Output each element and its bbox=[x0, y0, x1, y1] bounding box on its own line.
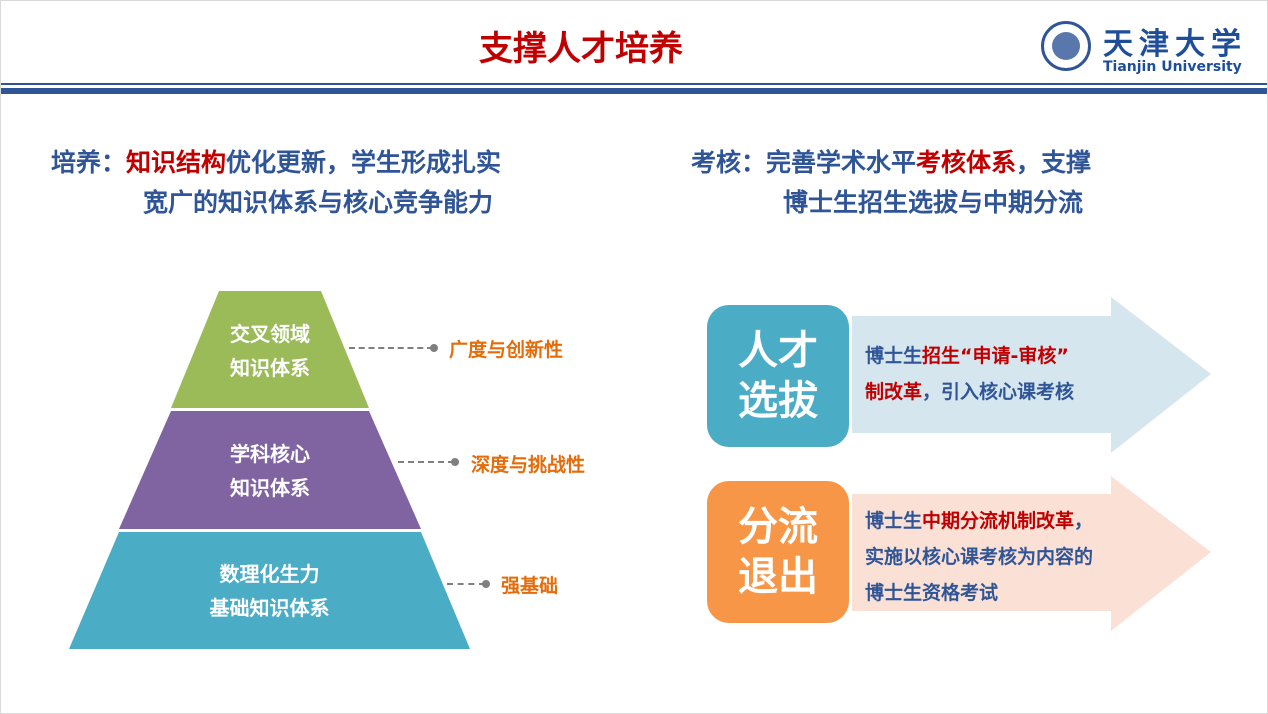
right-heading-highlight: 考核体系 bbox=[916, 148, 1017, 177]
pyramid-label-top: 交叉领域知识体系 bbox=[230, 322, 310, 380]
connector-dot bbox=[482, 580, 490, 588]
pyramid-tag-top: 广度与创新性 bbox=[449, 339, 564, 361]
university-seal-icon bbox=[1041, 21, 1091, 71]
connector-dot bbox=[451, 458, 459, 466]
diversion-description: 博士生中期分流机制改革， 实施以核心课考核为内容的 博士生资格考试 bbox=[865, 510, 1094, 604]
diversion-exit-box: 分流退出 bbox=[707, 481, 849, 623]
connector-line bbox=[447, 583, 485, 585]
left-heading-line2: 宽广的知识体系与核心竞争能力 bbox=[143, 188, 494, 217]
pyramid-label-bottom: 数理化生力基础知识体系 bbox=[209, 562, 330, 620]
connector-line bbox=[398, 461, 454, 463]
left-heading-prefix: 培养： bbox=[51, 148, 127, 177]
pyramid-tag-bottom: 强基础 bbox=[501, 575, 559, 597]
slide-title: 支撑人才培养 bbox=[479, 29, 683, 69]
pyramid-tag-middle: 深度与挑战性 bbox=[471, 454, 586, 476]
logo-english-name: Tianjin University bbox=[1103, 59, 1242, 75]
connector-dot bbox=[430, 344, 438, 352]
right-heading-prefix: 考核：完善学术水平 bbox=[691, 148, 917, 177]
pyramid-tier-middle bbox=[119, 411, 421, 529]
pyramid-tier-top bbox=[171, 291, 369, 408]
header-divider-thick bbox=[1, 88, 1267, 94]
left-heading: 培养：知识结构优化更新，学生形成扎实 宽广的知识体系与核心竞争能力 bbox=[51, 143, 501, 223]
right-heading-rest: ，支撑 bbox=[1016, 148, 1092, 177]
pyramid-tier-bottom bbox=[69, 532, 470, 649]
selection-description: 博士生招生“申请-审核” 制改革，引入核心课考核 bbox=[865, 345, 1075, 403]
talent-selection-box: 人才选拔 bbox=[707, 305, 849, 447]
connector-line bbox=[349, 347, 433, 349]
logo-chinese-name: 天津大学 bbox=[1103, 27, 1247, 62]
pyramid-diagram bbox=[69, 291, 470, 649]
selection-arrow bbox=[852, 297, 1211, 453]
left-heading-rest: 优化更新，学生形成扎实 bbox=[226, 148, 502, 177]
right-heading-line2: 博士生招生选拔与中期分流 bbox=[783, 188, 1084, 217]
header-divider-thin bbox=[1, 83, 1267, 85]
pyramid-label-middle: 学科核心知识体系 bbox=[230, 442, 310, 500]
left-heading-highlight: 知识结构 bbox=[126, 148, 227, 177]
university-logo: 天津大学 Tianjin University bbox=[1041, 19, 1261, 79]
diversion-arrow bbox=[852, 476, 1211, 631]
right-heading: 考核：完善学术水平考核体系，支撑 博士生招生选拔与中期分流 bbox=[691, 143, 1091, 223]
